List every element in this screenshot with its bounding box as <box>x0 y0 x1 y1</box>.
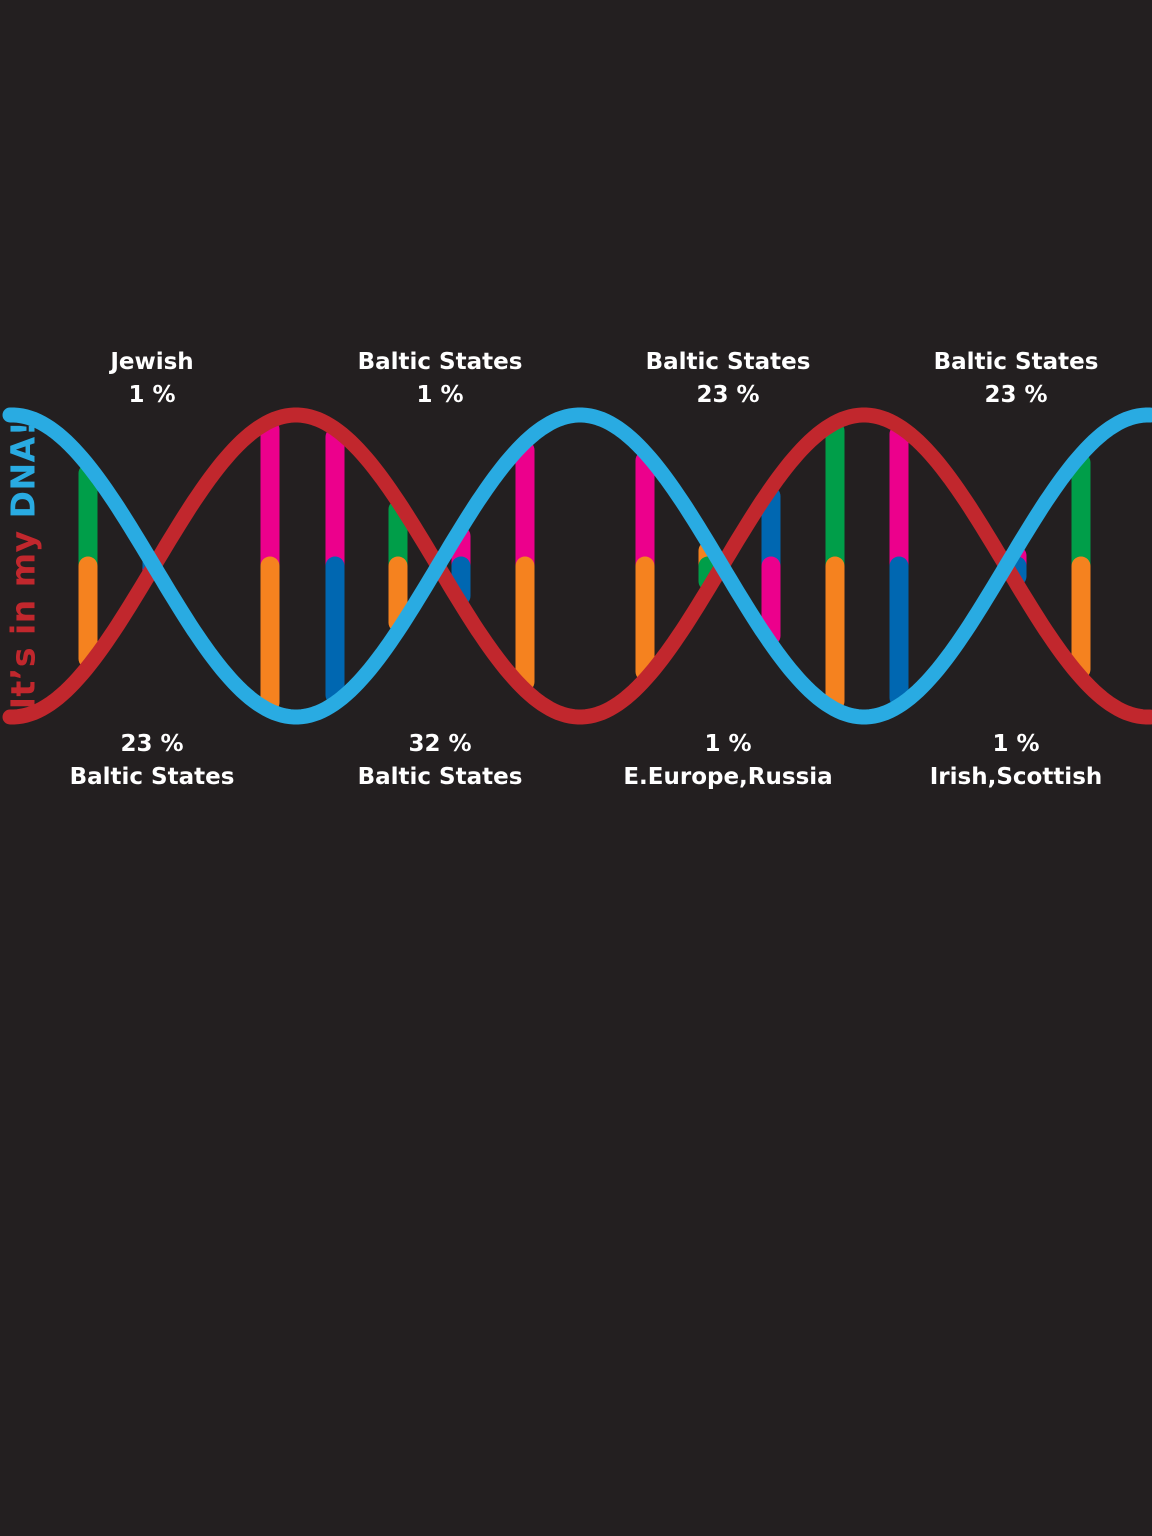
tagline-part-b: DNA! <box>3 420 43 519</box>
top-label-1-percent: 1 % <box>128 382 176 408</box>
top-label-4-percent: 23 % <box>984 382 1048 408</box>
bottom-label-4-region: Irish,Scottish <box>929 764 1103 790</box>
bottom-label-4: 1 % Irish,Scottish <box>886 728 1146 794</box>
top-label-1: Jewish 1 % <box>22 346 282 412</box>
top-label-3-percent: 23 % <box>696 382 760 408</box>
top-label-4: Baltic States 23 % <box>886 346 1146 412</box>
bottom-label-1: 23 % Baltic States <box>22 728 282 794</box>
bottom-label-3-region: E.Europe,Russia <box>623 764 833 790</box>
top-label-4-region: Baltic States <box>933 349 1099 375</box>
top-label-3-region: Baltic States <box>645 349 811 375</box>
top-label-3: Baltic States 23 % <box>598 346 858 412</box>
tagline: It’s in my DNA! <box>4 421 43 710</box>
bottom-label-2-percent: 32 % <box>408 731 472 757</box>
base-pairs <box>78 419 1091 713</box>
top-label-2-region: Baltic States <box>357 349 523 375</box>
bottom-label-2-region: Baltic States <box>357 764 523 790</box>
blue-strand <box>2 407 1152 725</box>
top-label-2-percent: 1 % <box>416 382 464 408</box>
bottom-label-1-region: Baltic States <box>69 764 235 790</box>
bottom-label-1-percent: 23 % <box>120 731 184 757</box>
bottom-label-3: 1 % E.Europe,Russia <box>598 728 858 794</box>
top-label-1-region: Jewish <box>110 349 194 375</box>
bottom-label-3-percent: 1 % <box>704 731 752 757</box>
tagline-part-a: It’s in my <box>3 518 43 710</box>
red-strand <box>2 407 1152 725</box>
top-label-2: Baltic States 1 % <box>310 346 570 412</box>
bottom-label-4-percent: 1 % <box>992 731 1040 757</box>
bottom-label-2: 32 % Baltic States <box>310 728 570 794</box>
